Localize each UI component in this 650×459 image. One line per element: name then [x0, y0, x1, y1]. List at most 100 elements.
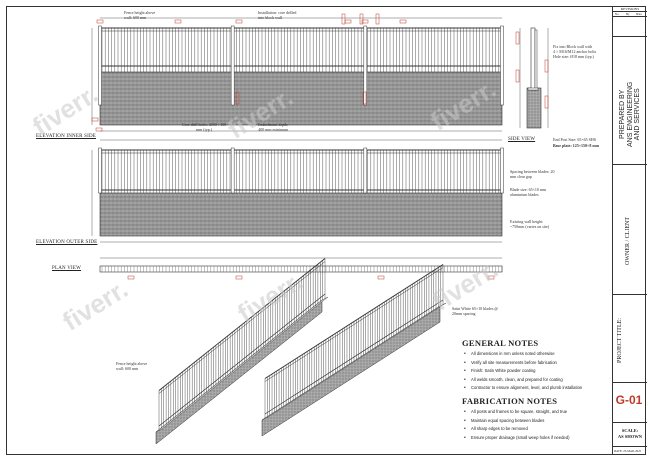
view-title-side: SIDE VIEW [508, 137, 536, 142]
general-note-item: All welds smooth, clean, and prepared fo… [464, 376, 612, 385]
iso-top-rail [158, 258, 326, 391]
view-title-plan: PLAN VIEW [52, 266, 82, 271]
notes-panel: GENERAL NOTES All dimensions in mm unles… [462, 338, 612, 445]
elevation-inner-drawing [91, 13, 504, 132]
title-block: REVISIONS No. By Date PREPARED BY ANS EN… [612, 6, 647, 455]
owner-client-cell: OWNER / CLIENT [613, 165, 647, 295]
callout-iso-blades: Satin White 65×10 blades @ 20mm spacing [452, 306, 499, 316]
general-note-item: Verify all site measurements before fabr… [464, 359, 612, 368]
plan-view-drawing [99, 257, 503, 280]
scale-label: SCALE: [621, 428, 639, 433]
callout-end-post: End Post Size: 65×65 SHS [553, 137, 596, 142]
post [363, 147, 368, 194]
general-notes-list: All dimensions in mm unless noted otherw… [462, 350, 612, 393]
post [230, 147, 235, 194]
prepared-by-cell: PREPARED BY ANS ENGINEERING AND SERVICES [613, 37, 647, 165]
dimension-marker [95, 127, 103, 132]
post [230, 25, 235, 106]
general-note-item: Contractor to ensure alignment, level, a… [464, 384, 612, 393]
post [500, 25, 504, 106]
dimension-marker [127, 275, 135, 280]
dimension-marker [359, 13, 364, 25]
callout-base-plate: Base plate: 125×150×8 mm [553, 143, 599, 148]
iso-bottom-rail [264, 299, 444, 415]
dimension-marker [362, 91, 367, 105]
post [98, 25, 102, 106]
iso-wall [261, 305, 441, 437]
side-post [530, 27, 536, 91]
dimension-marker [515, 69, 520, 83]
callout-existing-wall: Existing wall height: ~750mm (varies on … [510, 219, 550, 229]
side-wall [526, 87, 542, 129]
isometric-drawings [155, 258, 447, 445]
project-title-label: PROJECT TITLE: [617, 318, 623, 363]
dimension-marker [96, 19, 104, 24]
dimension-marker [399, 19, 407, 24]
callout-blade-size: Blade size: 65×10 mm aluminium blades [510, 187, 547, 197]
date-label: DATE: [614, 449, 623, 453]
sheet-number: G-01 [615, 393, 643, 407]
revisions-label: REVISIONS [613, 6, 647, 12]
view-title-elevation-outer: ELEVATION OUTER SIDE [36, 240, 98, 245]
wall [99, 71, 503, 126]
dimension-marker [235, 91, 240, 105]
project-title-cell: PROJECT TITLE: [613, 295, 647, 383]
fabrication-note-item: Maintain equal spacing between blades [464, 417, 612, 426]
dimension-marker [515, 31, 520, 45]
dimension-marker [544, 95, 549, 109]
dimension-marker [91, 117, 99, 122]
date-value: 23-MAR-2025 [623, 449, 642, 453]
date-cell: DATE: 23-MAR-2025 [614, 448, 641, 454]
revisions-header: No. By Date [613, 12, 647, 17]
rev-col-date: Date [636, 12, 642, 16]
dimension-marker [487, 275, 495, 280]
callout-fence-height: Fence height above wall: 600 mm [124, 10, 156, 20]
callout-fix-block: Fix into Block wall with 4 × M16/M12 anc… [553, 44, 597, 59]
iso-top-rail-inner [264, 267, 444, 382]
plan-outline [99, 265, 503, 273]
side-view-drawing [515, 27, 549, 129]
dimension-marker [341, 13, 346, 25]
callout-embedment: Embedment depth: 400 mm minimum [258, 122, 289, 132]
view-title-elevation-inner: ELEVATION INNER SIDE [36, 134, 97, 139]
callout-spacing: Spacing between blades: 20 mm clear gap [510, 169, 555, 179]
dimension-marker [377, 275, 385, 280]
dimension-marker [235, 275, 243, 280]
owner-client-label: OWNER / CLIENT [625, 217, 631, 265]
base-plate [527, 87, 539, 91]
side-blade [534, 29, 538, 91]
dimension-marker [375, 13, 380, 25]
iso-top-rail-inner [158, 261, 326, 394]
dimension-marker [361, 19, 369, 24]
dimension-marker [544, 59, 549, 73]
scale-value: AS SHOWN [617, 434, 643, 439]
dimension-marker [235, 19, 243, 24]
fabrication-notes-heading: FABRICATION NOTES [462, 395, 558, 406]
general-note-item: Finish: Satin White powder coating [464, 367, 612, 376]
elevation-outer-drawing [91, 139, 504, 243]
callout-core-drill: Core drill holes: 2000 / 100 mm (typ.) [182, 122, 227, 132]
drawing-sheet [6, 6, 646, 455]
callout-iso-fence-height: Fence height above wall: 600 mm [116, 361, 148, 371]
general-note-item: All dimensions in mm unless noted otherw… [464, 350, 612, 359]
post [98, 147, 102, 194]
iso-top-rail [264, 264, 444, 379]
scale-cell: SCALE: AS SHOWN [613, 423, 647, 447]
wall [99, 192, 503, 237]
iso-bottom-rail [158, 293, 326, 427]
rev-col-by: By [626, 12, 630, 16]
rev-col-no: No. [615, 12, 620, 16]
callout-installation: Installation: core drilled into block wa… [258, 10, 297, 20]
post [363, 25, 368, 106]
dimension-marker [344, 19, 352, 24]
fabrication-note-item: All posts and frames to be square, strai… [464, 408, 612, 417]
prepared-by-text: PREPARED BY ANS ENGINEERING AND SERVICES [619, 81, 641, 147]
fabrication-notes-list: All posts and frames to be square, strai… [462, 408, 612, 442]
fabrication-note-item: Ensure proper drainage (small weep holes… [464, 434, 612, 443]
general-notes-heading: GENERAL NOTES [462, 338, 539, 348]
revisions-body [613, 17, 647, 37]
dimension-marker [174, 19, 182, 24]
post [500, 147, 504, 194]
fabrication-note-item: All sharp edges to be removed [464, 425, 612, 434]
